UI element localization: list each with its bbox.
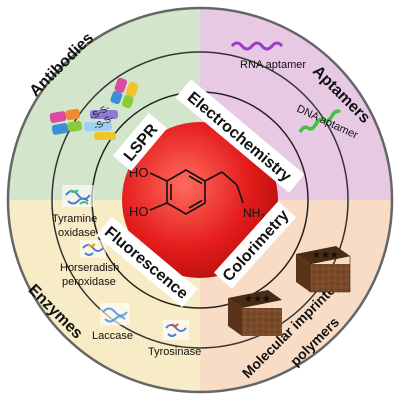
center-sphere <box>122 122 278 278</box>
rna-aptamer-label: RNA aptamer <box>240 59 306 71</box>
protein-icon-tyrosinase <box>163 320 189 340</box>
antibody-icon <box>49 77 139 140</box>
enzyme-horseradish-line1: Horseradish <box>60 262 119 274</box>
protein-icon-tyramine <box>62 185 94 207</box>
rna-aptamer-wave <box>230 41 284 51</box>
dopamine-structure <box>149 169 244 215</box>
enzyme-tyramine-line2: oxidase <box>58 227 96 239</box>
protein-icon-laccase <box>100 303 130 325</box>
enzyme-tyramine-line1: Tyramine <box>52 213 97 225</box>
outer-ring <box>6 6 394 394</box>
mip-block-top: ★★★ <box>296 246 351 293</box>
enzyme-tyrosinase: Tyrosinase <box>148 346 201 358</box>
mip-block-bottom: ★★★ <box>228 290 282 336</box>
svg-text:★★★: ★★★ <box>312 250 339 261</box>
molecule-ho-bottom: HO <box>129 204 149 219</box>
molecule-amine: NH2 <box>243 206 265 222</box>
mid-ring <box>51 51 349 349</box>
enzyme-laccase: Laccase <box>92 330 133 342</box>
protein-icon-horseradish <box>80 240 106 258</box>
dna-aptamer-wave <box>298 109 342 133</box>
enzyme-horseradish-line2: peroxidase <box>62 276 116 288</box>
molecule-ho-top: HO <box>129 165 149 180</box>
svg-text:★★★: ★★★ <box>244 294 271 305</box>
